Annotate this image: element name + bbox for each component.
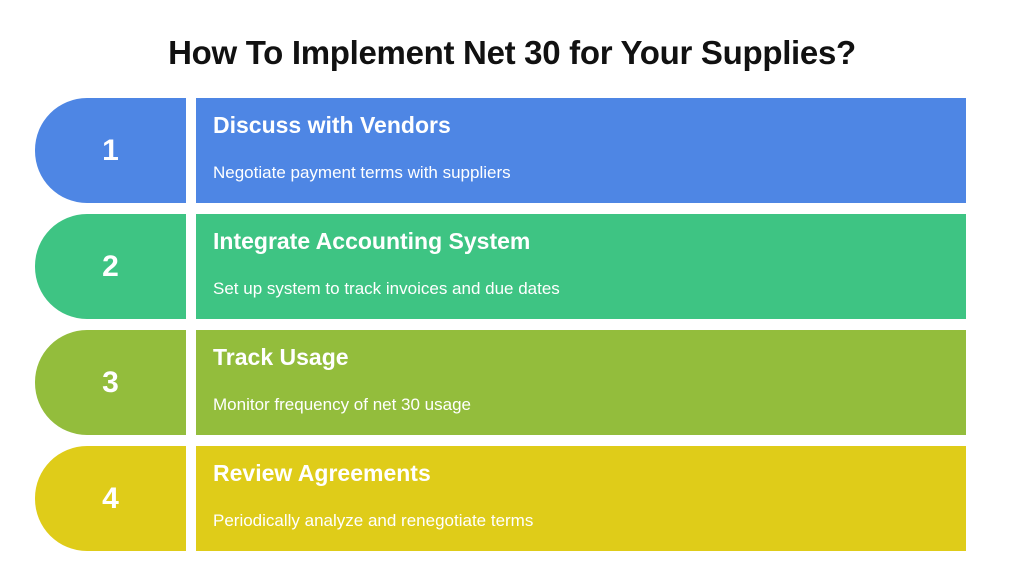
- step-heading: Discuss with Vendors: [213, 112, 451, 138]
- step-content-bar: Integrate Accounting System Set up syste…: [196, 214, 966, 319]
- step-3: 3 Track Usage Monitor frequency of net 3…: [35, 330, 966, 435]
- step-heading: Review Agreements: [213, 460, 431, 486]
- step-number: 1: [102, 133, 119, 167]
- step-number: 3: [102, 365, 119, 399]
- step-description: Periodically analyze and renegotiate ter…: [213, 511, 534, 530]
- step-number: 4: [102, 481, 119, 515]
- step-content-bar: Review Agreements Periodically analyze a…: [196, 446, 966, 551]
- step-1: 1 Discuss with Vendors Negotiate payment…: [35, 98, 966, 203]
- step-2: 2 Integrate Accounting System Set up sys…: [35, 214, 966, 319]
- step-number: 2: [102, 249, 119, 283]
- step-number-tab: 3: [35, 330, 186, 435]
- step-description: Monitor frequency of net 30 usage: [213, 395, 471, 414]
- step-content-bar: Track Usage Monitor frequency of net 30 …: [196, 330, 966, 435]
- step-number-tab: 4: [35, 446, 186, 551]
- step-description: Set up system to track invoices and due …: [213, 279, 560, 298]
- step-number-tab: 1: [35, 98, 186, 203]
- page-title: How To Implement Net 30 for Your Supplie…: [168, 34, 856, 71]
- step-description: Negotiate payment terms with suppliers: [213, 163, 511, 182]
- step-heading: Integrate Accounting System: [213, 228, 531, 254]
- step-heading: Track Usage: [213, 344, 349, 370]
- step-4: 4 Review Agreements Periodically analyze…: [35, 446, 966, 551]
- step-number-tab: 2: [35, 214, 186, 319]
- step-content-bar: Discuss with Vendors Negotiate payment t…: [196, 98, 966, 203]
